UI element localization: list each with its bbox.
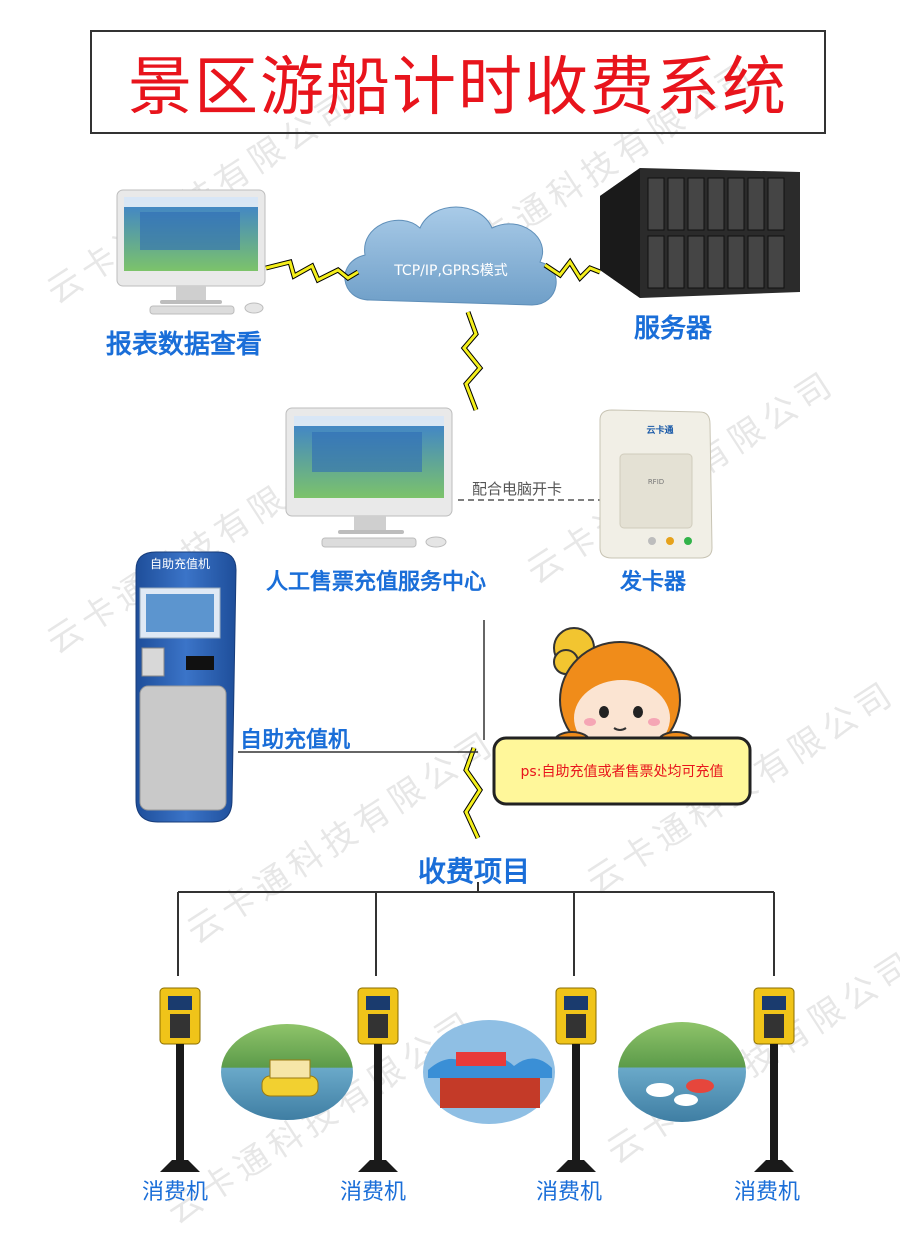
boat-scene-image-2 (618, 1022, 746, 1122)
page-title: 景区游船计时收费系统 (128, 51, 788, 125)
server-label: 服务器 (634, 314, 713, 344)
kiosk-label: 自助充值机 (240, 728, 351, 753)
note-board (492, 736, 752, 806)
payment-terminal-2 (357, 987, 399, 1172)
card-reader-icon (599, 409, 713, 559)
park-entrance-image (423, 1020, 555, 1124)
terminal-label-2: 消费机 (340, 1180, 407, 1205)
connection-label: 配合电脑开卡 (472, 480, 563, 498)
service-center-label: 人工售票充值服务中心 (266, 570, 487, 595)
terminal-label-3: 消费机 (536, 1180, 603, 1205)
report-label: 报表数据查看 (106, 330, 263, 360)
title-box: 景区游船计时收费系统 (90, 30, 826, 134)
cloud-label: TCP/IP,GPRS模式 (393, 263, 508, 279)
charges-label: 收费项目 (418, 855, 531, 888)
distribution-tree (177, 882, 775, 976)
kiosk-header: 自助充值机 (150, 557, 211, 571)
kiosk-machine (135, 551, 237, 823)
boat-scene-image-1 (221, 1024, 353, 1120)
server-icon (600, 168, 800, 298)
card-reader-brand: 云卡通 (646, 424, 673, 436)
card-issuer-label: 发卡器 (620, 570, 687, 595)
terminal-label-1: 消费机 (142, 1180, 209, 1205)
service-center-computer (285, 407, 453, 548)
note-text: ps:自助充值或者售票处均可充值 (521, 764, 724, 780)
terminal-label-4: 消费机 (734, 1180, 801, 1205)
payment-terminal-4 (753, 987, 795, 1172)
report-computer (116, 189, 266, 315)
card-reader-rfid: RFID (648, 478, 664, 486)
payment-terminal-1 (159, 987, 201, 1172)
cloud-icon (344, 206, 557, 306)
payment-terminal-3 (555, 987, 597, 1172)
